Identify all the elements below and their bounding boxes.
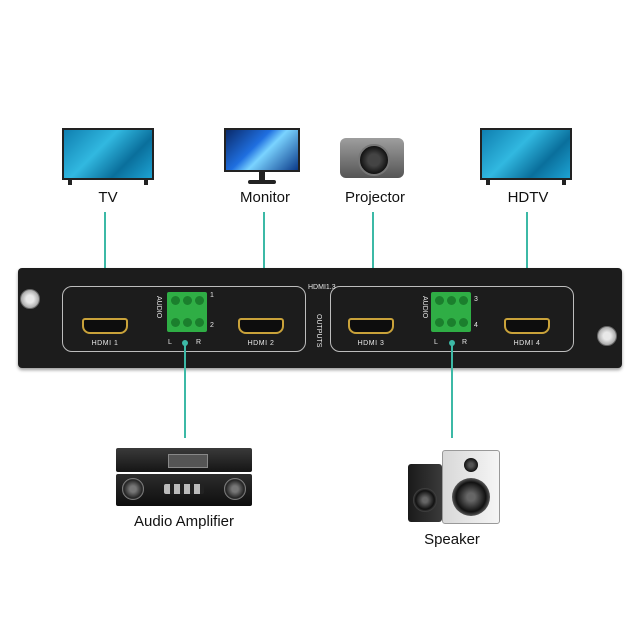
tv-label: TV [98,189,118,206]
wire-amplifier [184,344,186,438]
wire-speaker [451,344,453,438]
ch2-label: 2 [210,322,214,329]
hdtv-label: HDTV [507,189,549,206]
terminal-pin [447,318,456,327]
terminal-pin [183,296,192,305]
audio-right-text: AUDIO [421,296,428,319]
terminal-pin [447,296,456,305]
amplifier-label: Audio Amplifier [133,513,235,530]
hdmi1-port [82,318,128,334]
terminal-pin [195,296,204,305]
amplifier-knobs [164,484,204,494]
hdmi4-label: HDMI 4 [513,340,541,347]
speaker-right-woofer-icon [452,478,490,516]
terminal-pin [183,318,192,327]
hdtv-foot-left [486,180,490,185]
wire-projector [372,212,374,312]
wire-dot-speaker [449,340,455,346]
hdmi3-label: HDMI 3 [357,340,385,347]
l1-label: L [168,339,172,346]
audio-left-text: AUDIO [155,296,162,319]
monitor-screen [224,128,300,172]
outputs-top-text: HDMI1.3 [308,284,336,291]
amplifier-fan-left-icon [122,478,144,500]
tv-device [62,128,154,188]
hdtv-foot-right [562,180,566,185]
projector-label: Projector [344,189,406,206]
outputs-side-text: OUTPUTS [315,314,322,348]
amplifier-display [168,454,208,468]
projector-lens [358,144,390,176]
hdmi1-label: HDMI 1 [91,340,119,347]
r1-label: R [196,339,202,346]
terminal-pin [459,318,468,327]
amplifier-fan-right-icon [224,478,246,500]
speaker-left-woofer-icon [413,488,437,512]
hdmi2-label: HDMI 2 [247,340,275,347]
monitor-label: Monitor [239,189,291,206]
wire-dot-amplifier [182,340,188,346]
ch1-label: 1 [210,292,214,299]
speaker-label: Speaker [424,531,480,548]
projector-device [340,132,404,180]
speaker-right-tweeter-icon [464,458,478,472]
terminal-pin [435,318,444,327]
tv-foot-right [144,180,148,185]
hdtv-screen [480,128,572,180]
ch3-label: 3 [474,296,478,303]
terminal-pin [435,296,444,305]
ch4-label: 4 [474,322,478,329]
monitor-device [224,128,300,186]
l2-label: L [434,339,438,346]
wire-monitor [263,212,265,312]
screw-left-icon [20,289,40,309]
screw-right-icon [597,326,617,346]
amplifier-device [116,448,252,506]
r2-label: R [462,339,468,346]
hdmi4-port [504,318,550,334]
speaker-device [408,450,500,526]
terminal-pin [171,318,180,327]
hdmi3-port [348,318,394,334]
tv-screen [62,128,154,180]
hdmi2-port [238,318,284,334]
terminal-pin [195,318,204,327]
monitor-stand [259,172,265,180]
monitor-base [248,180,276,184]
tv-foot-left [68,180,72,185]
hdtv-device [480,128,572,188]
wire-hdtv [526,212,528,312]
terminal-pin [171,296,180,305]
wire-tv [104,212,106,312]
terminal-pin [459,296,468,305]
